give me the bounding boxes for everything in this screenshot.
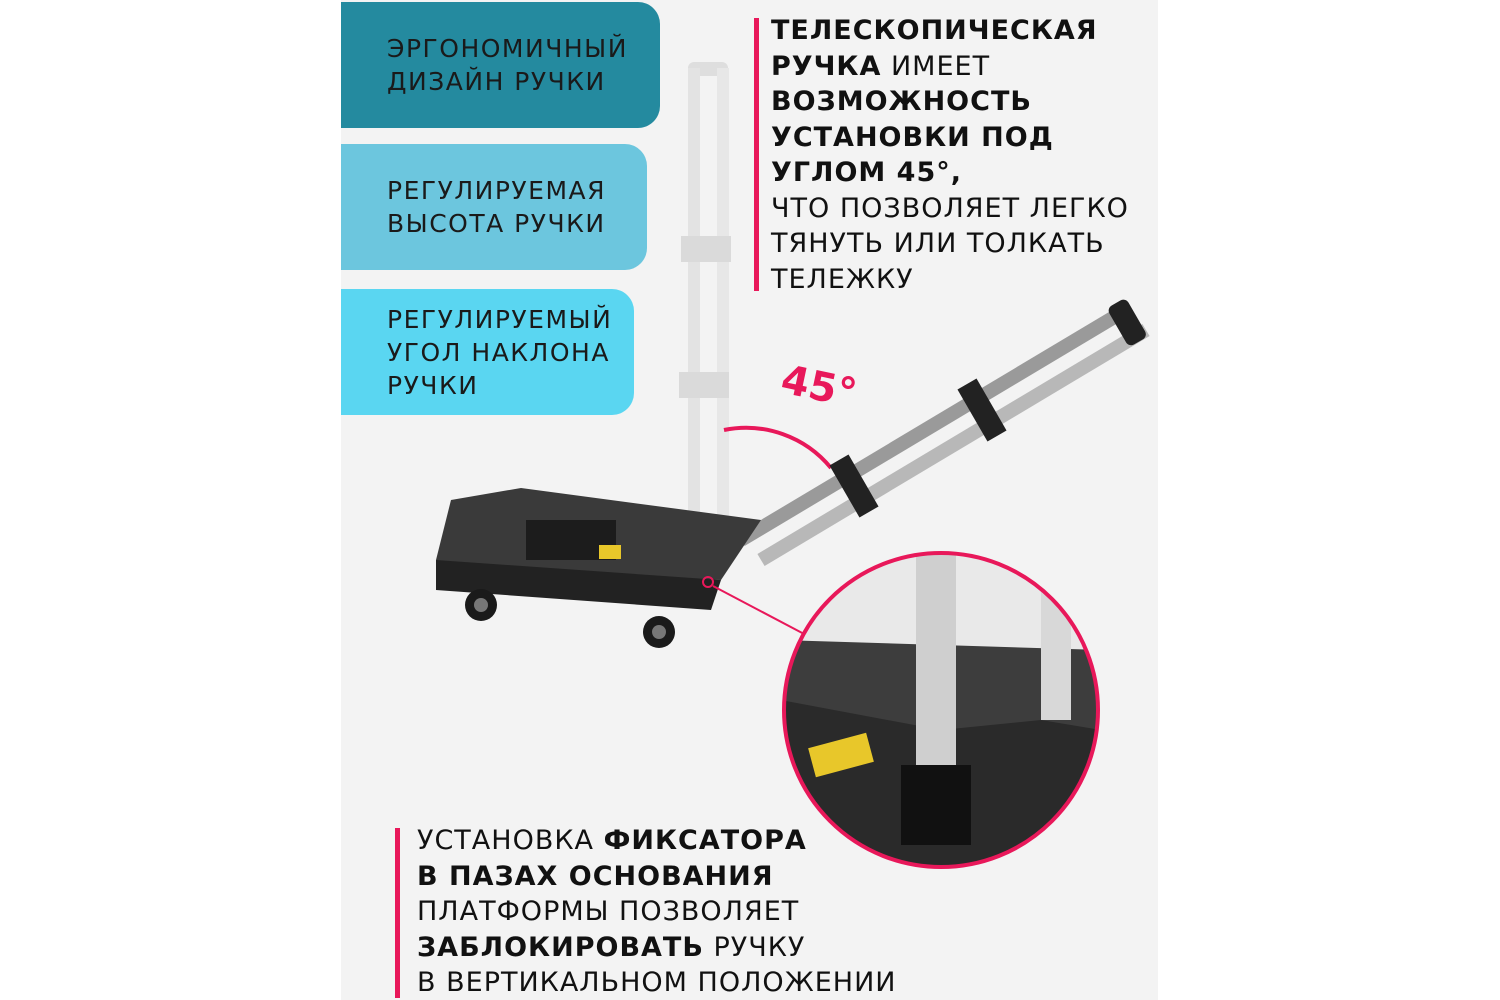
text-bold: ТЕЛЕСКОПИЧЕСКАЯ bbox=[771, 15, 1098, 46]
text-bold: ЗАБЛОКИРОВАТЬ bbox=[417, 931, 704, 963]
text: ЧТО ПОЗВОЛЯЕТ ЛЕГКО bbox=[771, 192, 1129, 224]
feature-line: РЕГУЛИРУЕМЫЙ bbox=[387, 304, 613, 334]
feature-line: РЕГУЛИРУЕМАЯ bbox=[387, 176, 607, 205]
feature-line: РУЧКИ bbox=[387, 370, 479, 400]
feature-line: ВЫСОТА РУЧКИ bbox=[387, 209, 606, 238]
text-bold: УСТАНОВКИ ПОД bbox=[771, 121, 1054, 153]
feature-tile-ergonomic: ЭРГОНОМИЧНЫЙ ДИЗАЙН РУЧКИ bbox=[341, 2, 660, 128]
angle-arc bbox=[723, 425, 833, 470]
accent-bar bbox=[395, 828, 400, 998]
text-bold: УГЛОМ 45°, bbox=[771, 157, 962, 188]
tilted-handle bbox=[737, 299, 1150, 567]
text-bold: ВОЗМОЖНОСТЬ bbox=[771, 86, 1032, 117]
ghost-vertical-handle bbox=[679, 62, 731, 518]
telescopic-description: ТЕЛЕСКОПИЧЕСКАЯ РУЧКА ИМЕЕТ ВОЗМОЖНОСТЬ … bbox=[771, 13, 1129, 297]
detail-zoom-circle bbox=[782, 551, 1100, 869]
text-bold: ФИКСАТОРА bbox=[603, 825, 807, 856]
cart-platform bbox=[436, 488, 761, 648]
text: В ВЕРТИКАЛЬНОМ ПОЛОЖЕНИИ bbox=[417, 967, 897, 998]
text: УСТАНОВКА bbox=[417, 825, 604, 856]
accent-bar bbox=[754, 18, 759, 291]
text: ИМЕЕТ bbox=[881, 50, 991, 82]
feature-line: УГОЛ НАКЛОНА bbox=[387, 337, 610, 367]
cart-illustration bbox=[436, 62, 1150, 869]
lock-description: УСТАНОВКА ФИКСАТОРА В ПАЗАХ ОСНОВАНИЯ ПЛ… bbox=[417, 823, 897, 1000]
text: ПЛАТФОРМЫ ПОЗВОЛЯЕТ bbox=[417, 896, 800, 927]
feature-line: ЭРГОНОМИЧНЫЙ bbox=[387, 34, 628, 63]
feature-line: ДИЗАЙН РУЧКИ bbox=[387, 67, 606, 96]
text: ТЯНУТЬ ИЛИ ТОЛКАТЬ bbox=[771, 228, 1105, 259]
text: РУЧКУ bbox=[703, 931, 806, 963]
text-bold: В ПАЗАХ ОСНОВАНИЯ bbox=[417, 860, 774, 892]
text: ТЕЛЕЖКУ bbox=[771, 263, 914, 295]
feature-tile-height: РЕГУЛИРУЕМАЯ ВЫСОТА РУЧКИ bbox=[341, 144, 647, 270]
text-bold: РУЧКА bbox=[771, 50, 882, 82]
feature-tile-angle: РЕГУЛИРУЕМЫЙ УГОЛ НАКЛОНА РУЧКИ bbox=[341, 289, 634, 415]
product-infographic: ЭРГОНОМИЧНЫЙ ДИЗАЙН РУЧКИ РЕГУЛИРУЕМАЯ В… bbox=[341, 0, 1158, 1000]
